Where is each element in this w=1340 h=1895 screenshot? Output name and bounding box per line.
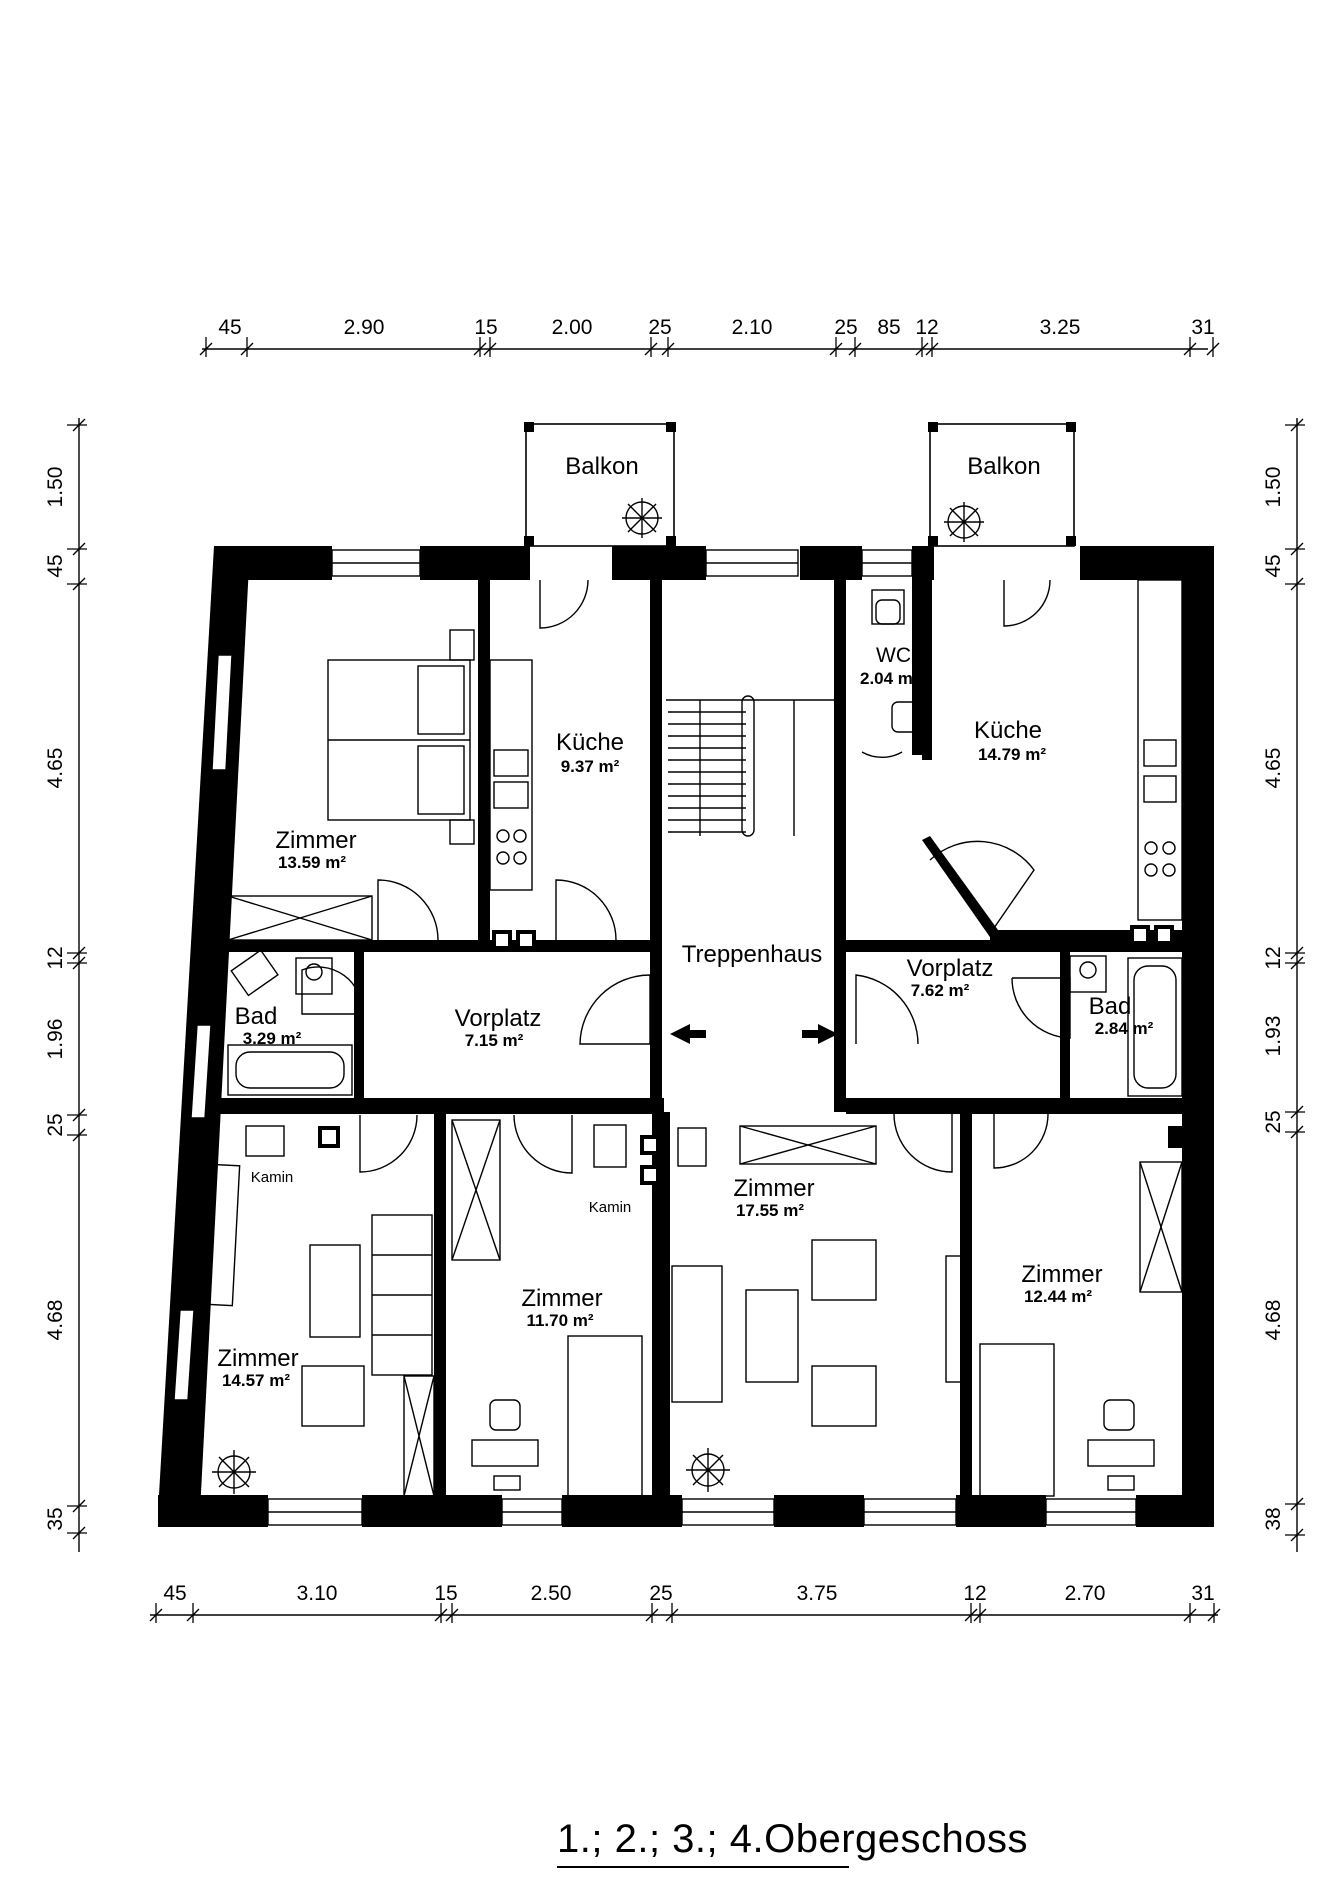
label-vorplatz-right: Vorplatz	[907, 955, 994, 982]
dim-top-5: 25	[648, 316, 671, 339]
area-zimmer-se: 12.44 m²	[1024, 1287, 1092, 1306]
dimension-left	[67, 418, 87, 1552]
area-zimmer-nw: 13.59 m²	[278, 853, 346, 872]
dim-left-4: 12	[44, 946, 67, 969]
label-kamin-left: Kamin	[251, 1169, 294, 1186]
dim-left-8: 35	[44, 1507, 67, 1530]
label-treppenhaus: Treppenhaus	[682, 941, 823, 968]
label-kamin-right: Kamin	[589, 1199, 632, 1216]
dim-top-4: 2.00	[552, 316, 593, 339]
dim-top-10: 3.25	[1040, 316, 1081, 339]
area-zimmer-sw: 14.57 m²	[222, 1371, 290, 1390]
area-zimmer-s3: 17.55 m²	[736, 1201, 804, 1220]
dim-top-3: 15	[474, 316, 497, 339]
dim-left-7: 4.68	[44, 1300, 67, 1341]
label-zimmer-s2: Zimmer	[521, 1285, 602, 1312]
label-balkon-left: Balkon	[565, 453, 638, 480]
floor-title: 1.; 2.; 3.; 4.Obergeschoss	[557, 1817, 1029, 1861]
dimension-right	[1285, 418, 1305, 1552]
label-bad-right: Bad	[1089, 993, 1132, 1020]
label-zimmer-sw: Zimmer	[217, 1345, 298, 1372]
dim-right-8: 38	[1262, 1507, 1285, 1530]
area-vorplatz-left: 7.15 m²	[465, 1031, 524, 1050]
area-kueche-right: 14.79 m²	[978, 745, 1046, 764]
dim-left-5: 1.96	[44, 1019, 67, 1060]
dim-bottom-9: 31	[1191, 1582, 1214, 1605]
dim-bottom-5: 25	[649, 1582, 672, 1605]
label-bad-left: Bad	[235, 1003, 278, 1030]
label-zimmer-s3: Zimmer	[733, 1175, 814, 1202]
dim-right-4: 12	[1262, 946, 1285, 969]
balconies	[525, 423, 1075, 547]
dim-right-1: 1.50	[1262, 467, 1285, 508]
dim-top-9: 12	[915, 316, 938, 339]
area-kueche-left: 9.37 m²	[561, 757, 620, 776]
label-zimmer-nw: Zimmer	[275, 827, 356, 854]
dim-right-5: 1.93	[1262, 1016, 1285, 1057]
dim-top-7: 25	[834, 316, 857, 339]
area-vorplatz-right: 7.62 m²	[911, 981, 970, 1000]
dim-left-6: 25	[44, 1113, 67, 1136]
windows	[173, 549, 1137, 1526]
label-vorplatz-left: Vorplatz	[455, 1005, 542, 1032]
dim-right-3: 4.65	[1262, 748, 1285, 789]
title-underline	[557, 1866, 849, 1868]
dim-left-3: 4.65	[44, 748, 67, 789]
label-zimmer-se: Zimmer	[1021, 1261, 1102, 1288]
dim-top-1: 45	[218, 316, 241, 339]
dim-bottom-2: 3.10	[297, 1582, 338, 1605]
dim-bottom-3: 15	[434, 1582, 457, 1605]
dim-top-11: 31	[1191, 316, 1214, 339]
label-kueche-left: Küche	[556, 729, 624, 756]
dim-top-8: 85	[877, 316, 900, 339]
dimension-top	[199, 337, 1220, 357]
dim-left-1: 1.50	[44, 467, 67, 508]
plant-icons	[212, 498, 984, 1494]
dim-bottom-6: 3.75	[797, 1582, 838, 1605]
dim-bottom-7: 12	[963, 1582, 986, 1605]
fixtures-and-doors	[203, 579, 1183, 1497]
dim-top-2: 2.90	[344, 316, 385, 339]
dim-bottom-8: 2.70	[1065, 1582, 1106, 1605]
area-zimmer-s2: 11.70 m²	[526, 1311, 593, 1330]
label-wc: WC	[876, 644, 911, 667]
label-balkon-right: Balkon	[967, 453, 1040, 480]
area-wc: 2.04 m²	[860, 669, 919, 688]
label-kueche-right: Küche	[974, 717, 1042, 744]
dim-bottom-4: 2.50	[531, 1582, 572, 1605]
area-bad-left: 3.29 m²	[243, 1029, 302, 1048]
dim-right-7: 4.68	[1262, 1300, 1285, 1341]
dim-bottom-1: 45	[163, 1582, 186, 1605]
area-bad-right: 2.84 m²	[1095, 1019, 1154, 1038]
dim-right-6: 25	[1262, 1110, 1285, 1133]
dim-left-2: 45	[44, 554, 67, 577]
dimension-bottom	[149, 1603, 1221, 1623]
dim-right-2: 45	[1262, 554, 1285, 577]
dim-top-6: 2.10	[732, 316, 773, 339]
stair-arrows	[670, 1024, 838, 1044]
